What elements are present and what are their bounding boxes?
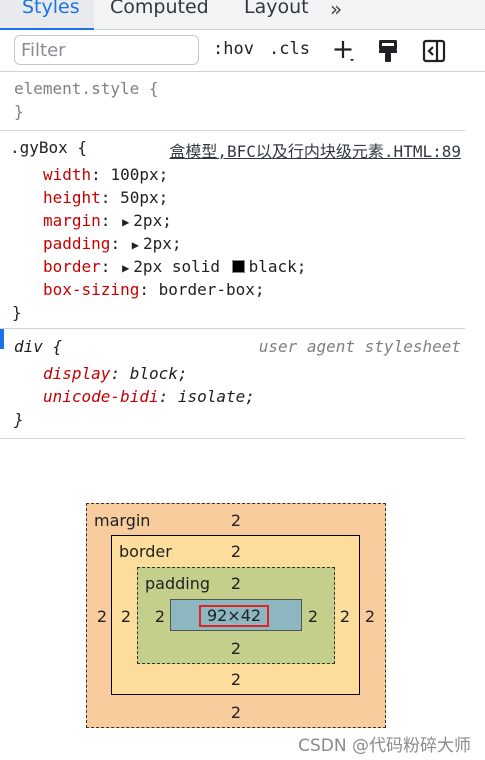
decl-prop: box-sizing bbox=[43, 280, 140, 299]
tab-layout[interactable]: Layout bbox=[244, 0, 309, 18]
more-tabs-chevron-icon[interactable]: » bbox=[330, 0, 343, 21]
margin-left-value[interactable]: 2 bbox=[96, 607, 108, 626]
rendering-emulation-brush-icon[interactable] bbox=[375, 38, 401, 64]
element-style-close: } bbox=[14, 102, 24, 121]
border-left-value[interactable]: 2 bbox=[120, 607, 132, 626]
div-close: } bbox=[14, 410, 24, 429]
gybox-close: } bbox=[12, 303, 22, 322]
styles-toolbar: :hov .cls bbox=[0, 31, 485, 72]
rule-div-user-agent: div { user agent stylesheet display: blo… bbox=[0, 331, 465, 439]
expand-triangle-icon[interactable]: ▶ bbox=[131, 238, 139, 252]
border-right-value[interactable]: 2 bbox=[339, 607, 351, 626]
gybox-selector[interactable]: .gyBox { bbox=[10, 138, 88, 157]
decl-padding[interactable]: padding: ▶2px; bbox=[43, 234, 182, 253]
user-agent-source: user agent stylesheet bbox=[258, 337, 461, 356]
new-style-rule-plus-icon[interactable] bbox=[332, 38, 358, 64]
decl-value: block; bbox=[129, 364, 188, 383]
decl-display[interactable]: display: block; bbox=[43, 364, 188, 383]
expand-triangle-icon[interactable]: ▶ bbox=[122, 215, 130, 229]
rule-element-style: element.style { } bbox=[0, 73, 465, 131]
padding-left-value[interactable]: 2 bbox=[154, 607, 166, 626]
decl-value: 2px solid bbox=[133, 257, 220, 276]
csdn-watermark: CSDN @代码粉碎大师 bbox=[298, 736, 471, 756]
toggle-sidebar-panel-icon[interactable] bbox=[421, 38, 447, 64]
margin-top-value[interactable]: 2 bbox=[230, 511, 242, 530]
decl-value-color: black; bbox=[248, 257, 307, 276]
rule-gybox: .gyBox { 盒模型,BFC以及行内块级元素.HTML:89 width: … bbox=[0, 131, 465, 329]
decl-prop: height bbox=[43, 188, 101, 207]
padding-right-value[interactable]: 2 bbox=[307, 607, 319, 626]
content-size-value[interactable]: 92×42 bbox=[199, 605, 269, 627]
element-style-selector[interactable]: element.style { bbox=[14, 79, 159, 98]
decl-box-sizing[interactable]: box-sizing: border-box; bbox=[43, 280, 265, 299]
filter-input[interactable] bbox=[14, 35, 199, 65]
expand-triangle-icon[interactable]: ▶ bbox=[122, 261, 130, 275]
decl-value: 2px; bbox=[133, 211, 172, 230]
box-model-content[interactable]: 92×42 bbox=[170, 599, 302, 631]
decl-value: 100px; bbox=[110, 165, 169, 184]
decl-prop: unicode-bidi bbox=[43, 387, 159, 406]
decl-value: border-box; bbox=[158, 280, 265, 299]
border-bottom-value[interactable]: 2 bbox=[230, 670, 242, 689]
border-label: border bbox=[119, 542, 172, 561]
cls-button[interactable]: .cls bbox=[269, 39, 310, 59]
padding-label: padding bbox=[145, 574, 211, 593]
padding-bottom-value[interactable]: 2 bbox=[230, 639, 242, 658]
decl-unicode-bidi[interactable]: unicode-bidi: isolate; bbox=[43, 387, 255, 406]
decl-prop: display bbox=[43, 364, 111, 383]
decl-prop: border bbox=[43, 257, 101, 276]
selected-rule-gutter bbox=[0, 329, 4, 349]
border-top-value[interactable]: 2 bbox=[230, 542, 242, 561]
decl-prop: margin bbox=[43, 211, 101, 230]
decl-width[interactable]: width: 100px; bbox=[43, 165, 169, 184]
hov-button[interactable]: :hov bbox=[213, 39, 254, 59]
decl-prop: width bbox=[43, 165, 92, 184]
margin-right-value[interactable]: 2 bbox=[364, 607, 376, 626]
div-selector[interactable]: div { bbox=[14, 337, 63, 356]
decl-margin[interactable]: margin: ▶2px; bbox=[43, 211, 172, 230]
gybox-source-link[interactable]: 盒模型,BFC以及行内块级元素.HTML:89 bbox=[169, 142, 461, 161]
decl-border[interactable]: border: ▶2px solid black; bbox=[43, 257, 307, 276]
decl-prop: padding bbox=[43, 234, 111, 253]
margin-label: margin bbox=[94, 511, 151, 530]
tab-styles[interactable]: Styles bbox=[0, 0, 94, 30]
panel-tabs: Styles Computed Layout » bbox=[0, 0, 485, 30]
padding-top-value[interactable]: 2 bbox=[230, 574, 242, 593]
color-swatch[interactable] bbox=[231, 260, 245, 273]
decl-value: 2px; bbox=[142, 234, 182, 253]
decl-value: isolate; bbox=[177, 387, 255, 406]
decl-height[interactable]: height: 50px; bbox=[43, 188, 169, 207]
decl-value: 50px; bbox=[120, 188, 169, 207]
tab-computed[interactable]: Computed bbox=[110, 0, 209, 18]
margin-bottom-value[interactable]: 2 bbox=[230, 703, 242, 722]
